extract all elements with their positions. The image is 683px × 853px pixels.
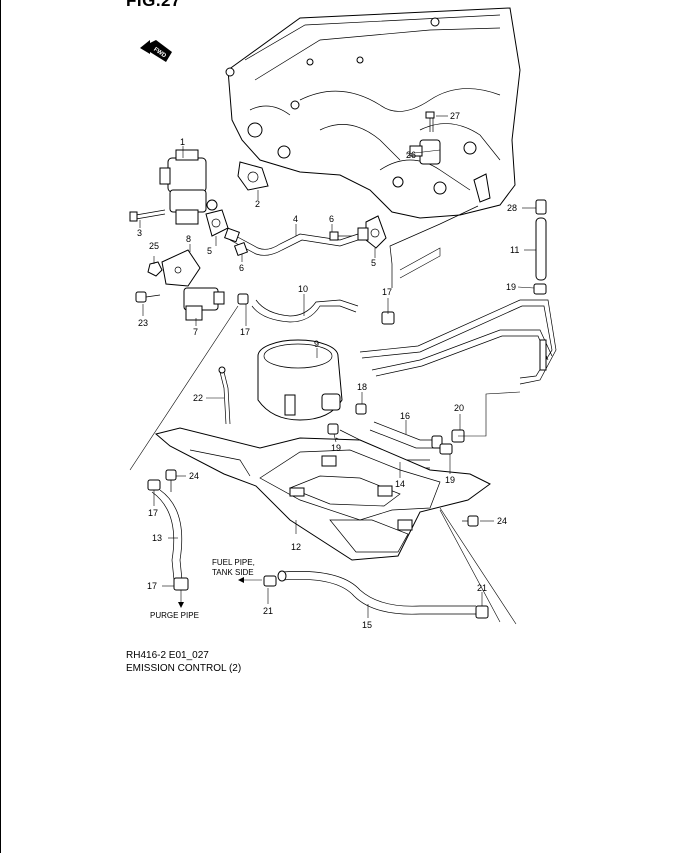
bolt-24-left bbox=[165, 469, 177, 492]
clamp-19-upper bbox=[533, 283, 547, 295]
callout-26: 26 bbox=[406, 150, 416, 160]
clamp-19-mid bbox=[327, 423, 339, 435]
vacuum-line bbox=[389, 205, 479, 288]
callout-19-lower: 19 bbox=[445, 475, 455, 485]
bolt-23 bbox=[135, 291, 161, 303]
callout-numbers: 1 2 3 4 5 5 6 6 7 8 9 10 11 12 13 14 15 … bbox=[137, 111, 519, 630]
gasket-5-right bbox=[365, 215, 387, 249]
egr-valve bbox=[159, 149, 218, 225]
strap-22 bbox=[218, 366, 231, 425]
callout-25: 25 bbox=[149, 241, 159, 251]
callout-24-left: 24 bbox=[189, 471, 199, 481]
callout-21-left: 21 bbox=[263, 606, 273, 616]
callout-1: 1 bbox=[180, 137, 185, 147]
callout-2: 2 bbox=[255, 199, 260, 209]
sensor-26 bbox=[409, 139, 441, 165]
diagram-caption: EMISSION CONTROL (2) bbox=[126, 663, 242, 674]
gasket-5-left bbox=[205, 209, 229, 237]
callout-20: 20 bbox=[454, 403, 464, 413]
callout-5-right: 5 bbox=[371, 258, 376, 268]
nut-25 bbox=[147, 261, 163, 277]
note-fuel-pipe: FUEL PIPE, bbox=[212, 558, 255, 567]
callout-9: 9 bbox=[314, 339, 319, 349]
note-purge-pipe: PURGE PIPE bbox=[150, 611, 199, 620]
bolt-3 bbox=[129, 209, 166, 222]
callout-23: 23 bbox=[138, 318, 148, 328]
hose-15 bbox=[277, 570, 476, 615]
callout-21-right: 21 bbox=[477, 583, 487, 593]
egr-pipe bbox=[224, 227, 369, 256]
hose-11 bbox=[535, 217, 547, 281]
callout-17-bottom: 17 bbox=[147, 581, 157, 591]
callout-22: 22 bbox=[193, 393, 203, 403]
callout-6-upper: 6 bbox=[329, 214, 334, 224]
gasket-2 bbox=[237, 161, 269, 191]
callout-18: 18 bbox=[357, 382, 367, 392]
callout-19-upper: 19 bbox=[506, 282, 516, 292]
leader-lines bbox=[139, 115, 536, 618]
callout-16: 16 bbox=[400, 411, 410, 421]
page-border bbox=[0, 0, 1, 853]
fwd-arrow-icon: FWD bbox=[140, 40, 172, 62]
callout-17-hose: 17 bbox=[382, 287, 392, 297]
callout-13: 13 bbox=[152, 533, 162, 543]
callout-19-mid: 19 bbox=[331, 443, 341, 453]
bolt-6-upper bbox=[329, 231, 352, 241]
callout-6-lower: 6 bbox=[239, 263, 244, 273]
vsv-valve bbox=[183, 287, 225, 321]
clamp-21-right bbox=[475, 605, 489, 619]
callout-4: 4 bbox=[293, 214, 298, 224]
bracket-8 bbox=[161, 249, 201, 287]
nut-6-lower bbox=[233, 241, 249, 257]
callout-7: 7 bbox=[193, 327, 198, 337]
vapor-pipes bbox=[359, 299, 557, 385]
cap-28 bbox=[535, 199, 547, 215]
callout-10: 10 bbox=[298, 284, 308, 294]
hose-13 bbox=[147, 479, 189, 591]
bolt-27 bbox=[425, 111, 435, 132]
callout-17-left: 17 bbox=[148, 508, 158, 518]
charcoal-canister bbox=[257, 339, 343, 421]
clamp-17-upper bbox=[237, 293, 249, 305]
clamp-18 bbox=[355, 403, 367, 415]
callout-27: 27 bbox=[450, 111, 460, 121]
callout-17-vsv: 17 bbox=[240, 327, 250, 337]
callout-5-left: 5 bbox=[207, 246, 212, 256]
hose-16 bbox=[369, 421, 443, 449]
clamp-19-lower bbox=[439, 443, 453, 455]
canister-tray bbox=[154, 427, 491, 561]
callout-15: 15 bbox=[362, 620, 372, 630]
bolt-24-right bbox=[462, 515, 479, 527]
note-tank-side: TANK SIDE bbox=[212, 568, 254, 577]
callout-14: 14 bbox=[395, 479, 405, 489]
callout-28: 28 bbox=[507, 203, 517, 213]
clamp-21-left bbox=[263, 575, 277, 587]
callout-12: 12 bbox=[291, 542, 301, 552]
vacuum-fitting bbox=[473, 173, 491, 203]
callout-3: 3 bbox=[137, 228, 142, 238]
diagram-code: RH416-2 E01_027 bbox=[126, 650, 209, 661]
callout-8: 8 bbox=[186, 234, 191, 244]
callout-24-right: 24 bbox=[497, 516, 507, 526]
callout-11: 11 bbox=[510, 245, 519, 255]
hose-10 bbox=[251, 299, 395, 325]
engine-intake-manifold bbox=[225, 7, 521, 219]
figure-title: FIG.27 bbox=[126, 0, 181, 10]
assembly-outline bbox=[129, 305, 239, 471]
